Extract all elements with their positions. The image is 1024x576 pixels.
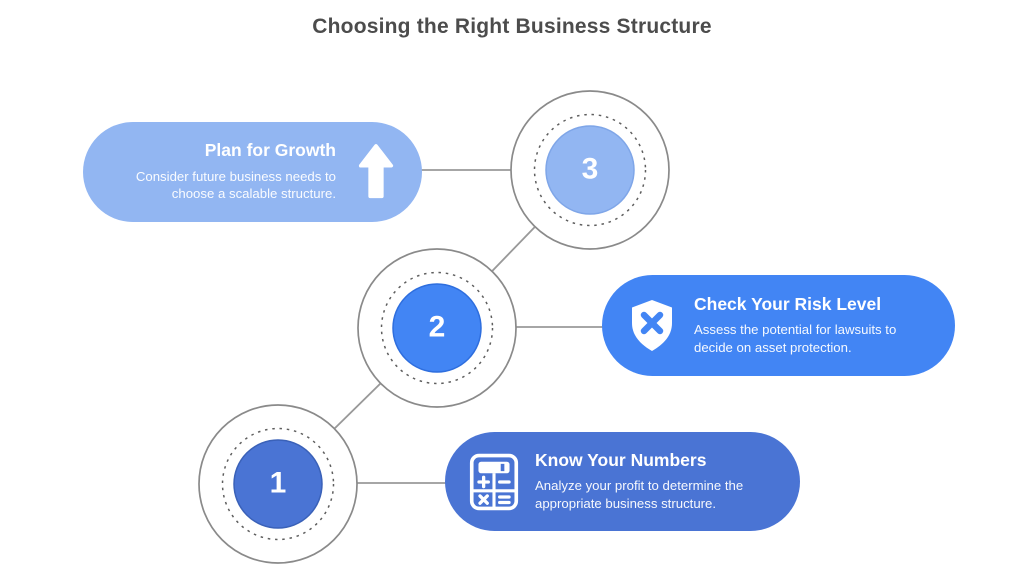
arrow-up-icon	[358, 144, 394, 199]
step-2-card-text: Check Your Risk Level Assess the potenti…	[694, 293, 934, 356]
step-1-card-title: Know Your Numbers	[535, 449, 707, 470]
step-2-number: 2	[428, 310, 446, 344]
step-1-circle	[233, 439, 323, 529]
step-2-dotted-ring	[380, 271, 494, 385]
step-1-number: 1	[269, 466, 287, 500]
step-2-card-title: Check Your Risk Level	[694, 293, 882, 314]
calculator-icon	[469, 453, 519, 510]
step-3-circle	[545, 125, 635, 215]
step-3-card-text: Plan for Growth Consider future business…	[117, 141, 336, 202]
shield-x-icon	[632, 299, 672, 351]
step-3-dotted-ring	[533, 113, 647, 227]
step-2-node	[357, 248, 517, 408]
step-1-card: Know Your Numbers Analyze your profit to…	[445, 432, 800, 531]
step-3-node	[510, 90, 670, 250]
page-title: Choosing the Right Business Structure	[312, 15, 712, 38]
calculator-grid-lines	[472, 472, 516, 508]
step-3-card-description: Consider future business needs to choose…	[135, 168, 336, 202]
step-1-dotted-ring	[221, 427, 335, 541]
step-1-card-description: Analyze your profit to determine the app…	[535, 478, 744, 511]
step-3-number: 3	[581, 152, 599, 186]
step-1-card-text: Know Your Numbers Analyze your profit to…	[535, 449, 777, 512]
step-2-card: Check Your Risk Level Assess the potenti…	[602, 275, 955, 376]
step-3-card-title: Plan for Growth	[204, 140, 336, 161]
step-1-node	[198, 404, 358, 564]
calculator-buttons	[477, 475, 511, 505]
shield-x-mark	[640, 311, 664, 334]
step-3-card: Plan for Growth Consider future business…	[83, 122, 422, 222]
step-2-card-description: Assess the potential for lawsuits to dec…	[694, 322, 897, 355]
step-2-circle	[392, 283, 482, 373]
